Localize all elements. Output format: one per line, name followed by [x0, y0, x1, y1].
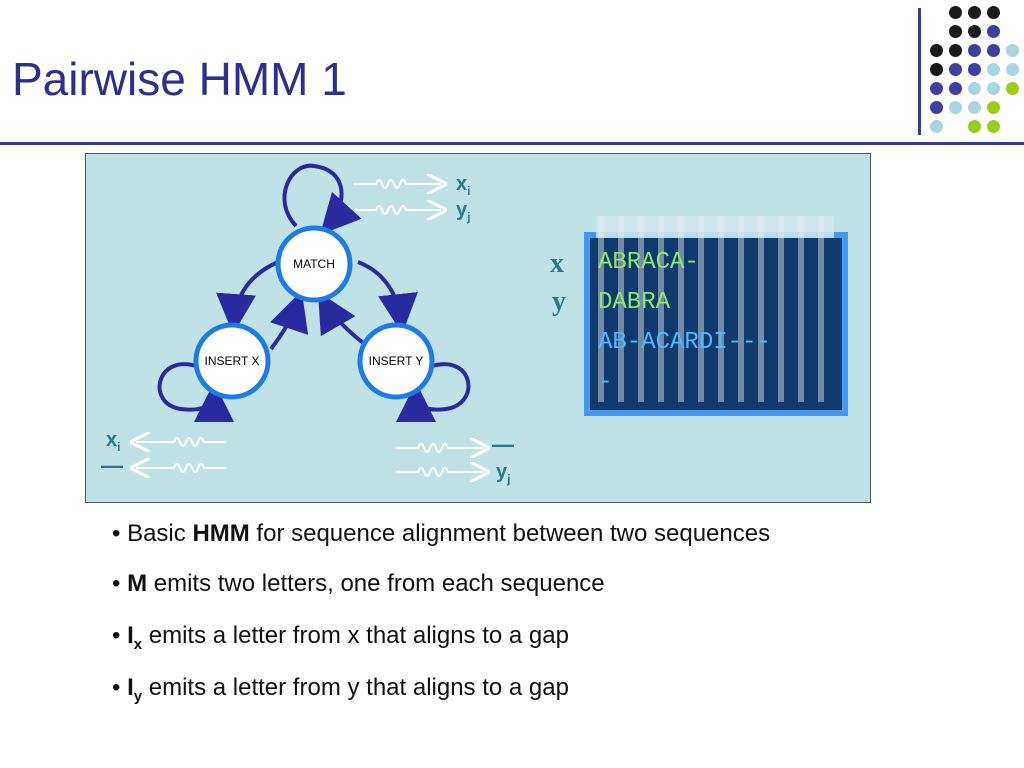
- decor-dot: [1006, 44, 1019, 57]
- insert-y-self-loop: [396, 362, 471, 423]
- decor-dot: [968, 25, 981, 38]
- svg-text:INSERT Y: INSERT Y: [369, 354, 424, 368]
- alignment-panel: x y ABRACA- DABRA AB-ACARDI--- -: [550, 216, 848, 416]
- decor-dot: [968, 120, 981, 133]
- bullet-item-1: • Basic HMM for sequence alignment betwe…: [112, 520, 771, 547]
- insx-emit-gap-label: —: [101, 453, 123, 478]
- decor-dot: [968, 6, 981, 19]
- decor-dot: [987, 6, 1000, 19]
- decor-dot: [930, 44, 943, 57]
- emission-arrows: [136, 180, 484, 476]
- match-self-loop: [282, 163, 362, 235]
- decor-vertical-rule: [918, 8, 921, 135]
- hmm-diagram: MATCH INSERT X INSERT Y xi yj xi — — yj: [101, 163, 848, 486]
- decor-dot: [949, 101, 962, 114]
- decor-dot: [949, 82, 962, 95]
- decor-dot: [1006, 63, 1019, 76]
- insert-x-to-match: [269, 290, 309, 351]
- insy-emit-gap-label: —: [492, 432, 514, 457]
- match-emit-x-label: xi: [456, 173, 470, 198]
- insy-emit-y-label: yj: [496, 461, 510, 486]
- bullet-list: • Basic HMM for sequence alignment betwe…: [112, 518, 792, 724]
- decor-dot: [930, 101, 943, 114]
- decor-dot: [930, 63, 943, 76]
- alignment-row-label-x: x: [550, 248, 564, 279]
- insert-x-self-loop: [157, 362, 234, 423]
- insx-emit-x-arrow: [136, 438, 226, 446]
- slide-title: Pairwise HMM 1: [12, 53, 347, 105]
- match-to-insert-x: [216, 260, 279, 334]
- decor-dot: [987, 82, 1000, 95]
- insy-emit-gap-arrow: [396, 444, 484, 452]
- state-insert-x: INSERT X: [193, 322, 271, 400]
- bullet-item-2: • M emits two letters, one from each seq…: [112, 570, 605, 597]
- state-insert-y: INSERT Y: [357, 322, 435, 400]
- decor-dot: [987, 101, 1000, 114]
- svg-text:MATCH: MATCH: [293, 257, 335, 271]
- decor-dot: [930, 82, 943, 95]
- alignment-line-3: AB-ACARDI---: [598, 329, 771, 356]
- bullet-item-4: • Iy emits a letter from y that aligns t…: [112, 674, 569, 705]
- match-emit-y-arrow: [354, 206, 441, 214]
- alignment-line-4: -: [598, 369, 612, 396]
- decor-dot: [930, 120, 943, 133]
- decor-dot: [949, 44, 962, 57]
- decor-dot: [949, 25, 962, 38]
- decor-dot: [987, 63, 1000, 76]
- hmm-figure: MATCH INSERT X INSERT Y xi yj xi — — yj: [85, 153, 871, 503]
- decor-dot: [968, 44, 981, 57]
- insy-emit-y-arrow: [396, 468, 484, 476]
- decor-dot: [987, 25, 1000, 38]
- decor-dot: [968, 82, 981, 95]
- match-emit-x-arrow: [354, 180, 441, 188]
- alignment-line-2: DABRA: [598, 289, 671, 316]
- state-match: MATCH: [275, 225, 353, 303]
- alignment-line-1: ABRACA-: [598, 249, 699, 276]
- decor-dot: [968, 63, 981, 76]
- decor-dot: [987, 120, 1000, 133]
- match-to-insert-y: [357, 260, 418, 334]
- match-emit-y-label: yj: [456, 199, 470, 224]
- bullet-item-3: • Ix emits a letter from x that aligns t…: [112, 622, 569, 653]
- decor-dot: [987, 44, 1000, 57]
- decor-dot: [949, 63, 962, 76]
- title-underline: [0, 142, 1024, 145]
- svg-text:INSERT X: INSERT X: [205, 354, 260, 368]
- decor-dot: [968, 101, 981, 114]
- decor-dot-grid: [926, 6, 1024, 136]
- alignment-row-label-y: y: [552, 286, 566, 317]
- insx-emit-gap-arrow: [136, 464, 226, 472]
- alignment-column-stripes: [598, 216, 824, 402]
- decor-dot: [1006, 82, 1019, 95]
- insx-emit-x-label: xi: [106, 429, 120, 454]
- decor-dot: [949, 6, 962, 19]
